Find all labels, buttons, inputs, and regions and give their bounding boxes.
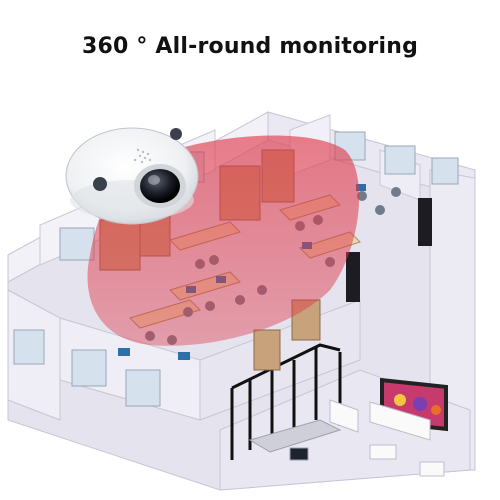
fisheye-camera (65, 127, 199, 225)
ir-sensor-right (170, 128, 182, 140)
headline-title: 360 ° All-round monitoring (81, 34, 419, 59)
lounge-sofas (329, 399, 445, 477)
ir-sensor-left (93, 177, 107, 191)
reception-desk (248, 419, 342, 461)
